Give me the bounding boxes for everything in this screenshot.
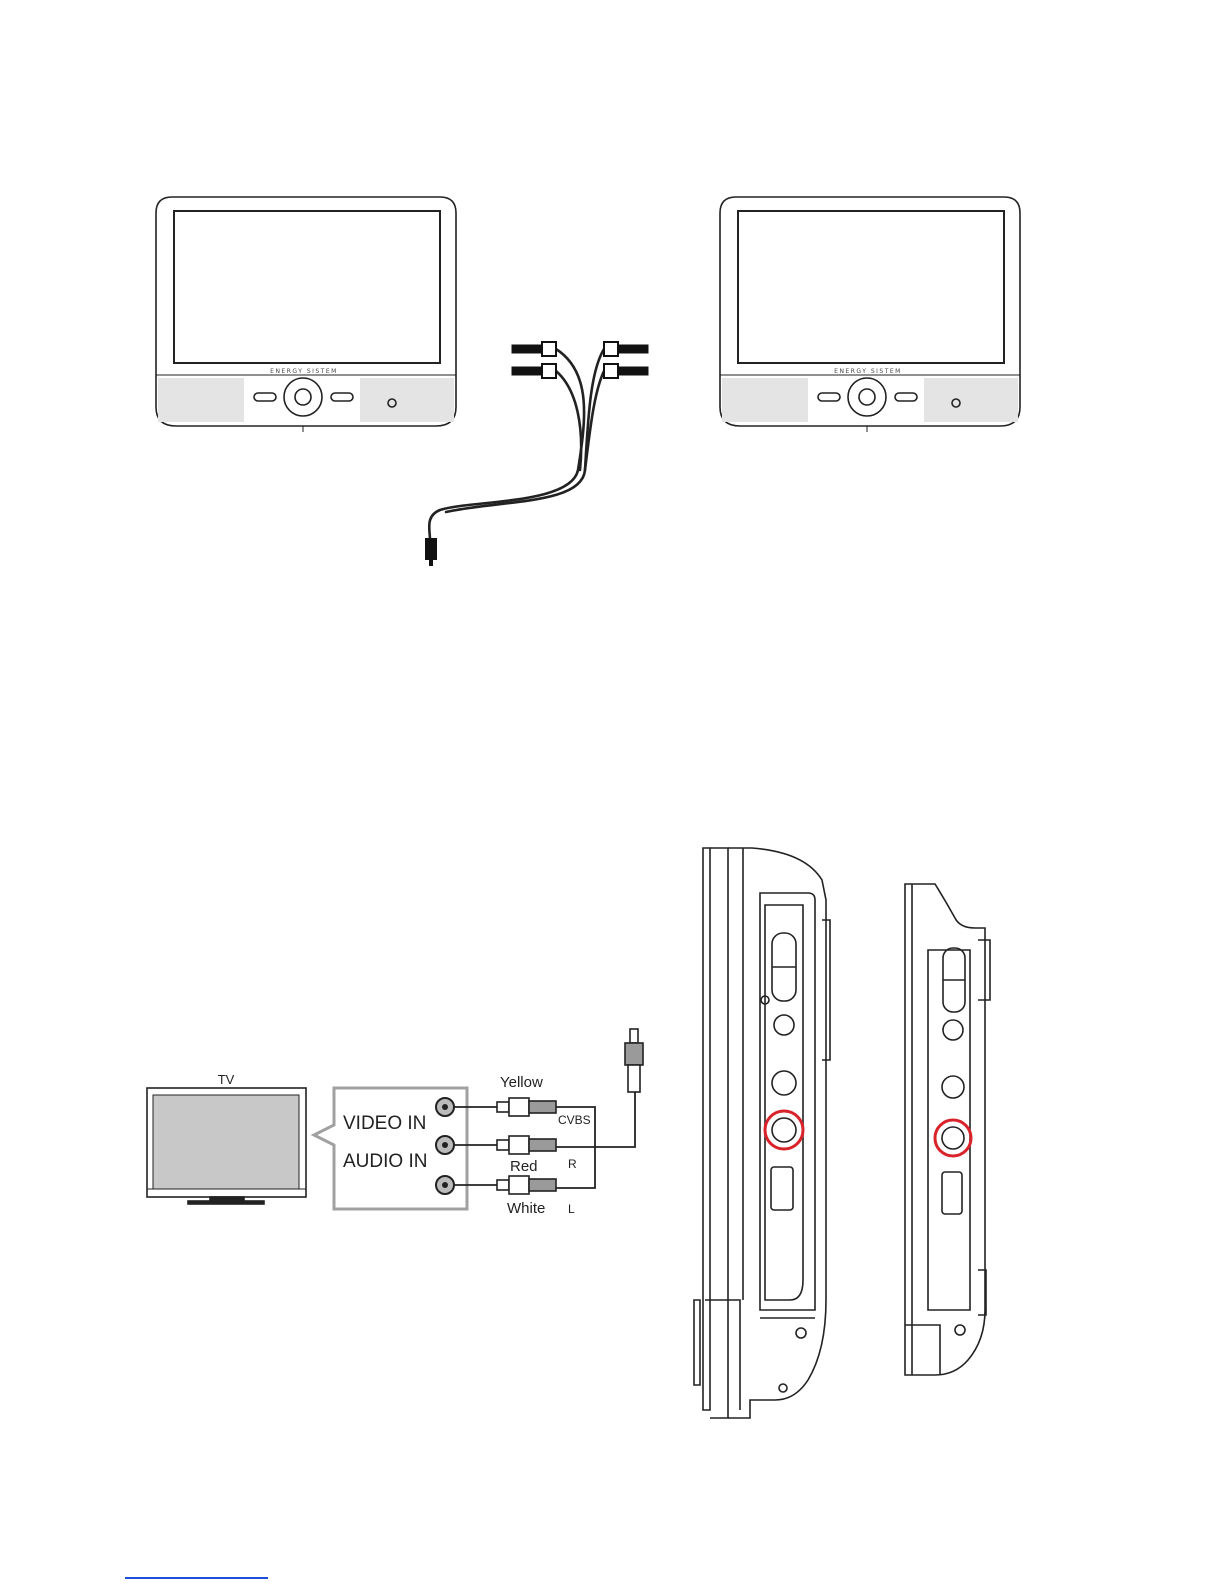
player-headphone-port [772, 1071, 796, 1095]
left-monitor-brand: ENERGY SISTEM [270, 368, 338, 375]
left-monitor-minus-button [254, 393, 276, 401]
audio-in-left-jack [436, 1176, 454, 1194]
right-monitor-plus-button [895, 393, 917, 401]
tv-screen [153, 1095, 299, 1189]
tv-illustration [147, 1088, 306, 1204]
monitor-screw-bottom [955, 1325, 965, 1335]
cable-label-white: White [507, 1200, 545, 1217]
left-monitor-screen [174, 211, 440, 363]
monitor-av-port-highlight [935, 1120, 971, 1156]
player-side-view [694, 848, 830, 1418]
av-jack-plug-vertical [625, 1029, 643, 1092]
right-monitor-speaker-right [924, 378, 1018, 422]
player-port-1 [774, 1015, 794, 1035]
left-monitor [156, 197, 456, 432]
av-jack-plug [425, 538, 437, 566]
right-monitor-speaker-left [722, 378, 808, 422]
right-monitor-dpad [848, 378, 886, 416]
monitor-headphone-port [942, 1076, 964, 1098]
right-monitor-minus-button [818, 393, 840, 401]
left-monitor-speaker-left [158, 378, 244, 422]
cable-label-l: L [568, 1202, 575, 1216]
left-monitor-dpad [284, 378, 322, 416]
player-av-out-port [772, 1118, 796, 1142]
right-monitor-screen [738, 211, 1004, 363]
tv-label: TV [218, 1072, 235, 1087]
monitor-side-view [905, 884, 990, 1375]
cable-label-yellow: Yellow [500, 1074, 543, 1091]
rca-plug-white [497, 1176, 556, 1194]
monitor-usb-port [942, 1172, 962, 1214]
rca-plug-yellow [497, 1098, 556, 1116]
audio-in-right-jack [436, 1136, 454, 1154]
cable-label-red: Red [510, 1158, 538, 1175]
monitor-av-in-port [942, 1127, 964, 1149]
player-screw-bottom [796, 1328, 806, 1338]
rca-plug-red [497, 1136, 556, 1154]
left-monitor-speaker-right [360, 378, 454, 422]
tv-input-panel [314, 1088, 467, 1209]
right-monitor-brand: ENERGY SISTEM [834, 368, 902, 375]
video-in-jack [436, 1098, 454, 1116]
cable-label-r: R [568, 1157, 577, 1171]
cable-label-cvbs: CVBS [558, 1113, 591, 1127]
left-monitor-plus-button [331, 393, 353, 401]
audio-in-label: AUDIO IN [343, 1151, 427, 1172]
footer-link-underline [125, 1577, 268, 1579]
rca-plugs-right [604, 342, 648, 378]
monitor-port-1 [943, 1020, 963, 1040]
right-monitor [720, 197, 1020, 432]
player-usb-port [771, 1167, 793, 1210]
player-av-port-highlight [765, 1111, 803, 1149]
video-in-label: VIDEO IN [343, 1113, 426, 1134]
rca-plugs-left [512, 342, 556, 378]
